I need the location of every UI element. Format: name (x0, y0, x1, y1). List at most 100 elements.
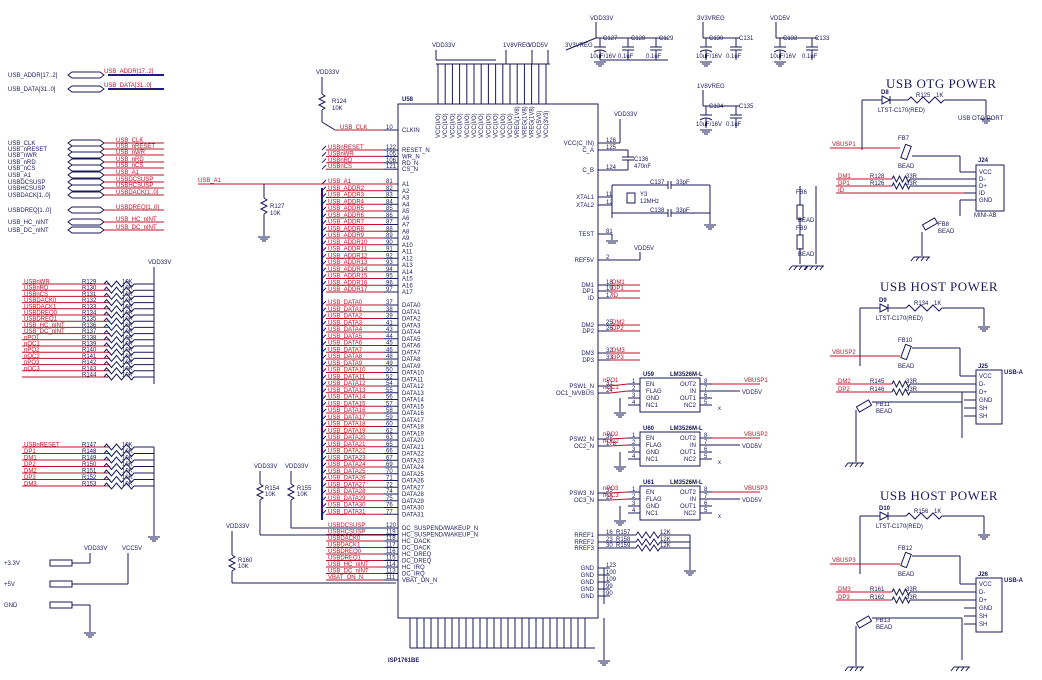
right-pin-number: 16 (606, 530, 613, 536)
left-pin-name: A17 (402, 290, 413, 296)
cap-ref: C134 (709, 104, 724, 110)
usb-net-label: DP2 (612, 326, 624, 332)
pullup-net: USB_DC_nINT (24, 329, 65, 335)
switch-pin-name: EN (646, 436, 654, 442)
connector-ref: J26 (978, 572, 989, 578)
usb-a1-net: USB_A1 (198, 178, 222, 184)
pulldown-value: 10K (122, 443, 133, 449)
connector-part: MINI-AB (974, 213, 997, 219)
left-pin-number: 48 (386, 354, 393, 360)
wire (950, 666, 955, 672)
series-res-val: 33R (906, 387, 918, 393)
pullup-ref: R129 (82, 280, 97, 286)
pulldown-resistor (103, 482, 135, 490)
switch-pin-name: OUT1 (680, 450, 697, 456)
pulldown-resistor (103, 443, 135, 451)
left-pin-number: 97 (386, 287, 393, 293)
r127-ref: R127 (270, 204, 285, 210)
switch-pin-name: NC2 (684, 457, 697, 463)
rref-resistor (635, 544, 661, 552)
switch-in-net: VDD5V (742, 390, 762, 396)
led-res-val: 1K (934, 301, 941, 307)
top-pin-name: VREG(1V8) (522, 106, 528, 138)
port-flag (67, 158, 105, 166)
wire (803, 265, 808, 271)
left-pin-number: 65 (386, 442, 393, 448)
left-pin-number: 72 (386, 482, 393, 488)
cap-value: 0.1uF (726, 54, 742, 60)
wire (844, 462, 849, 468)
cap-value: 0.1uF (618, 54, 634, 60)
pullup-value: 10K (122, 298, 133, 304)
right-pin-number: 23 (606, 537, 613, 543)
r155-ref: R155 (297, 486, 312, 492)
left-pin-name: RD_N (402, 161, 418, 167)
rail-vdd33-top: VDD33V (432, 43, 455, 49)
left-pin-name: DATA6 (402, 344, 421, 350)
right-pin-number: 18 (606, 280, 613, 286)
nc-mark: x (718, 460, 721, 466)
wire (844, 666, 849, 672)
right-pin-name: DP3 (582, 358, 594, 364)
left-pin-net: USB_DATA22 (328, 449, 366, 455)
top-pin-name: VCC(I/O) (486, 113, 492, 138)
switch-pin-num: 1 (632, 487, 636, 493)
left-pin-net: USB_ADDR2 (328, 186, 365, 192)
left-pin-number: 93 (386, 260, 393, 266)
right-pin-number: 36 (606, 434, 613, 440)
c136-val: 470nF (634, 164, 651, 170)
power-in-label: +5V (4, 582, 15, 588)
led-part: LTST-C170(RED) (876, 316, 923, 322)
crystal-y3 (626, 192, 636, 204)
port-label: USB_CLK (8, 141, 35, 147)
led-res-val: 1K (934, 509, 941, 515)
switch-en-net: nPO1 (603, 378, 619, 384)
left-pin-name: DATA31 (402, 512, 424, 518)
pullup-value: 10K (122, 329, 133, 335)
led-res-ref: R125 (916, 93, 931, 99)
port-flag (67, 71, 105, 79)
left-pin-net: USB_A1 (328, 179, 352, 185)
left-pin-name: DATA0 (402, 303, 421, 309)
switch-pin-name: OUT2 (680, 490, 697, 496)
ground-symbol (980, 118, 992, 124)
left-pin-net: USB_DATA3 (328, 320, 363, 326)
switch-vbus-net: VBUSP3 (744, 486, 768, 492)
switch-en-net: nPO2 (603, 432, 619, 438)
bead-ref: FB8 (938, 222, 950, 228)
left-pin-name: DATA5 (402, 337, 421, 343)
chip-bottom-pins (409, 618, 595, 649)
pulldown-net: DP2 (24, 462, 36, 468)
left-pin-net: USBnCS (328, 164, 352, 170)
switch-pin-num: 6 (704, 447, 708, 453)
ground-symbol (978, 534, 990, 540)
wire (849, 462, 854, 468)
pullup-resistor (103, 298, 135, 307)
right-pin-name: REF5V (575, 258, 594, 264)
switch-pin-num: 3 (632, 393, 636, 399)
connector-pin-name: VCC (979, 170, 992, 176)
left-pin-number: 66 (386, 449, 393, 455)
c136-ref: C136 (634, 157, 649, 163)
pulldown-value: 10K (122, 462, 133, 468)
ground-symbol (84, 632, 96, 638)
chassis-ground-symbol (844, 462, 864, 468)
addr-bus-net: USB_ADDR[17..2] (104, 69, 154, 75)
bus-entry (321, 145, 327, 151)
left-pin-name: DC_SUSPEND/WAKEUP_N (402, 526, 478, 532)
switch-pin-name: IN (690, 389, 696, 395)
left-pin-net: USB_ADDR14 (328, 267, 368, 273)
right-pin-number: 29 (606, 495, 613, 501)
chassis-ground-symbol (804, 265, 824, 271)
left-pin-number: 71 (386, 476, 393, 482)
series-resistor (891, 387, 911, 397)
port-label: USB_DATA[31..0] (8, 87, 56, 93)
connector-pin-name: SH (979, 406, 987, 412)
data-net: DM2 (838, 379, 851, 385)
right-pin-name: RREF3 (574, 546, 594, 552)
left-pin-name: A8 (402, 229, 410, 235)
ground-symbol (978, 326, 990, 332)
pullup-ref: R137 (82, 329, 97, 335)
right-pin-number: 32 (606, 348, 613, 354)
